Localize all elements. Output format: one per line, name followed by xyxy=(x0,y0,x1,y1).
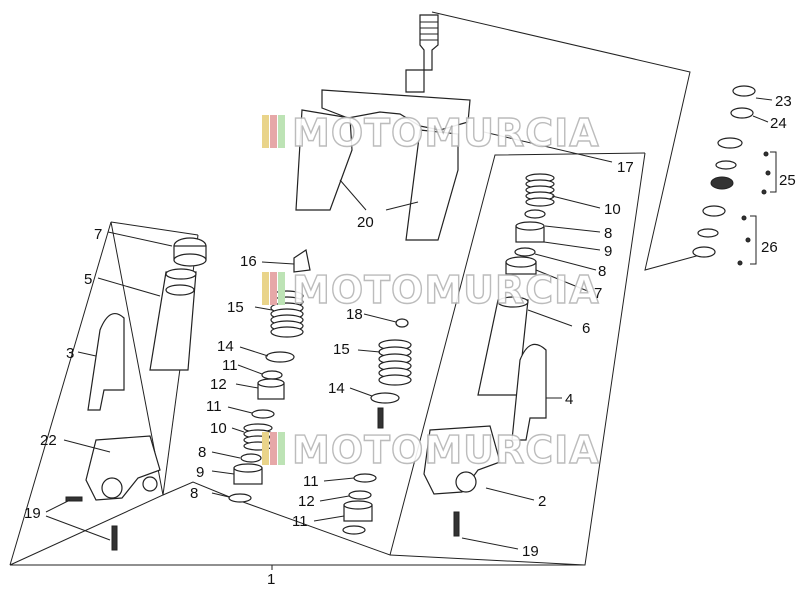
callout-8: 8 xyxy=(190,485,198,502)
wm-stripe-2 xyxy=(270,115,277,148)
callout-8: 8 xyxy=(198,444,206,461)
wm-stripe-3 xyxy=(278,115,285,148)
spring-10-right xyxy=(525,173,555,207)
callout-14: 14 xyxy=(217,338,234,355)
callout-8: 8 xyxy=(604,225,612,242)
callout-5: 5 xyxy=(84,271,92,288)
callout-7: 7 xyxy=(594,285,602,302)
callout-15: 15 xyxy=(333,341,350,358)
callout-11: 11 xyxy=(206,398,222,415)
callout-6: 6 xyxy=(582,320,590,337)
callout-14: 14 xyxy=(328,380,345,397)
callout-20: 20 xyxy=(357,214,374,231)
watermark-middle: MOTOMURCIA xyxy=(262,267,600,313)
callout-22: 22 xyxy=(40,432,57,449)
callout-1: 1 xyxy=(267,571,275,588)
callout-12: 12 xyxy=(210,376,227,393)
callout-25: 25 xyxy=(779,172,796,189)
callout-19: 19 xyxy=(522,543,539,560)
callout-2: 2 xyxy=(538,493,546,510)
callout-11: 11 xyxy=(292,513,308,530)
left-fork-parts xyxy=(65,237,207,551)
watermark-text: MOTOMURCIA xyxy=(292,428,600,472)
callout-10: 10 xyxy=(604,201,621,218)
leader-lines xyxy=(45,97,773,550)
callout-9: 9 xyxy=(604,243,612,260)
callout-26: 26 xyxy=(761,239,778,256)
callout-11: 11 xyxy=(222,357,238,374)
steering-stem xyxy=(295,14,471,241)
wm-stripe-1 xyxy=(262,115,269,148)
watermark-text: MOTOMURCIA xyxy=(292,111,600,155)
callout-12: 12 xyxy=(298,493,315,510)
callout-9: 9 xyxy=(196,464,204,481)
center-spring-column xyxy=(342,318,412,535)
callout-15: 15 xyxy=(227,299,244,316)
callout-19: 19 xyxy=(24,505,41,522)
right-fork-parts xyxy=(423,173,555,537)
callout-16: 16 xyxy=(240,253,257,270)
spring-15-center xyxy=(378,339,412,386)
callout-17: 17 xyxy=(617,159,634,176)
callout-24: 24 xyxy=(770,115,787,132)
callout-7: 7 xyxy=(94,226,102,243)
bearing-stack xyxy=(692,85,777,266)
callout-11: 11 xyxy=(303,473,319,490)
watermark-top: MOTOMURCIA xyxy=(262,110,600,156)
callout-labels: 1 2 3 4 5 6 7 7 8 8 8 8 9 9 10 10 11 11 … xyxy=(24,93,796,588)
watermark-bottom: MOTOMURCIA xyxy=(262,427,600,473)
callout-4: 4 xyxy=(565,391,573,408)
callout-8: 8 xyxy=(598,263,606,280)
callout-18: 18 xyxy=(346,306,363,323)
watermark-text: MOTOMURCIA xyxy=(292,268,600,312)
callout-23: 23 xyxy=(775,93,792,110)
callout-10: 10 xyxy=(210,420,227,437)
callout-3: 3 xyxy=(66,345,74,362)
